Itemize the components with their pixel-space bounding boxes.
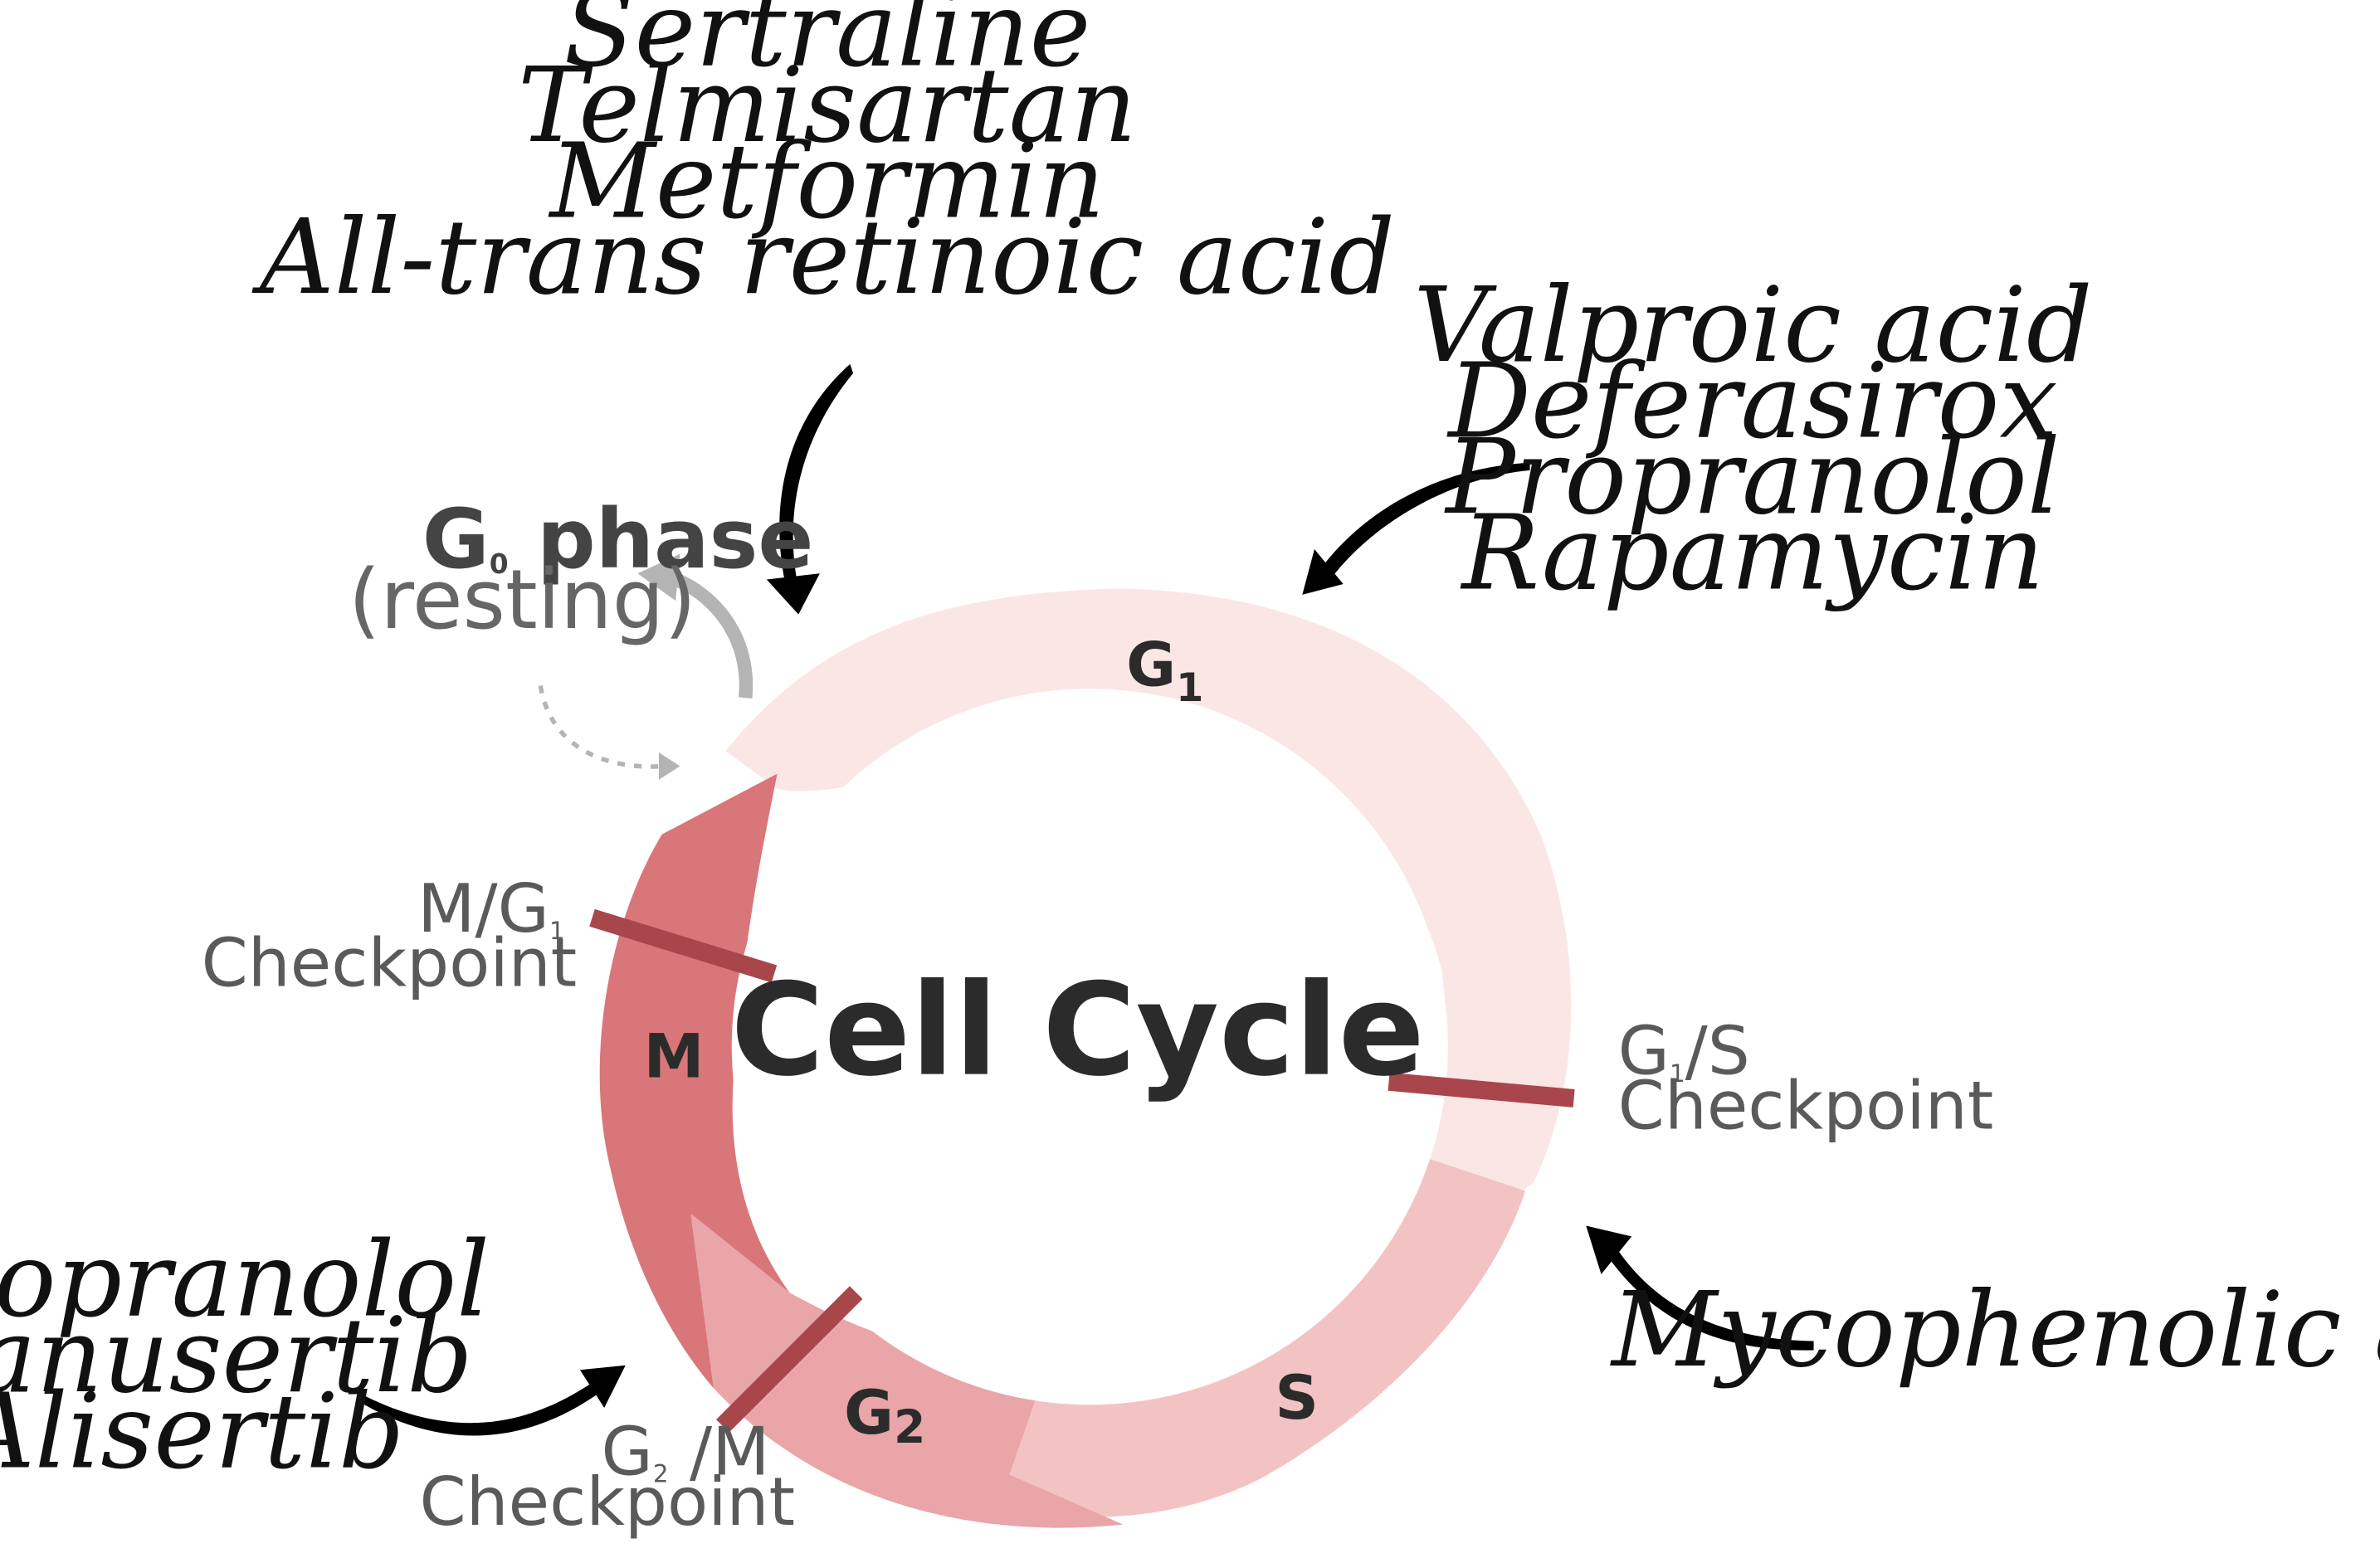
m-g1-checkpoint-label-line1: M/G1 — [417, 869, 564, 947]
g2-m-checkpoint-bar — [716, 1286, 863, 1433]
drug-name: Danusertib — [0, 1297, 473, 1416]
center-title: Cell Cycle — [730, 957, 1424, 1105]
ring-inner-area — [731, 689, 1448, 1405]
g2-m-checkpoint-label-line2: Checkpoint — [420, 1463, 796, 1541]
drug-arrow-g2m — [364, 1377, 606, 1436]
g1-s-checkpoint-bar — [1388, 1072, 1575, 1108]
drug-arrowhead-g2m — [579, 1365, 626, 1408]
g2-m-checkpoint-label-line1: G2 /M — [601, 1412, 769, 1490]
drug-arrow-g1 — [1320, 462, 1530, 577]
g0-return-arrowhead — [658, 752, 680, 780]
drug-name: Deferasirox — [1446, 343, 2057, 462]
s-phase-label: S — [1275, 1363, 1319, 1434]
m-phase-label: M — [644, 1021, 705, 1092]
g1-s-checkpoint-label-line1: G1/S — [1618, 1012, 1750, 1090]
g1-phase-label: G1 — [1126, 631, 1203, 711]
m-g1-checkpoint-label-line2: Checkpoint — [202, 924, 578, 1002]
drug-arrowhead-g0 — [766, 573, 820, 615]
g2-phase-label: G2 — [844, 1378, 925, 1453]
g1-s-checkpoint-label-line2: Checkpoint — [1618, 1066, 1994, 1144]
drug-name: Sertraline — [564, 0, 1091, 90]
drug-name: Mycophenolic acid — [1610, 1271, 2380, 1390]
g0-exit-arrow — [666, 570, 754, 699]
drug-name: Alisertib — [0, 1372, 405, 1492]
g0-phase-label: G0 phase — [422, 492, 814, 587]
drug-arrowhead-s — [1586, 1225, 1632, 1275]
drug-name: Valproic acid — [1413, 266, 2092, 386]
drug-name: All-trans retinoic acid — [251, 198, 1395, 318]
g2-phase-segment — [690, 1213, 1124, 1528]
m-g1-checkpoint-bar — [589, 908, 778, 983]
drug-name: Propranolol — [1444, 418, 2060, 538]
drug-name: Rapamycin — [1460, 494, 2044, 614]
drug-list-g0-entry: Sertraline Telmisartan Metformin All-tra… — [251, 0, 1395, 318]
drug-name: Telmisartan — [518, 46, 1137, 166]
drug-arrow-s — [1601, 1240, 1814, 1351]
g0-resting-label: (resting) — [349, 553, 696, 648]
g0-return-arrow — [538, 685, 666, 769]
g0-exit-arrowhead — [637, 553, 680, 601]
drug-name: Propranolol — [0, 1220, 490, 1340]
drug-arrowhead-g1 — [1302, 548, 1344, 595]
drug-arrow-g0 — [779, 363, 854, 589]
drug-list-g2-m: Propranolol Danusertib Alisertib — [0, 1220, 490, 1492]
drug-list-g1: Valproic acid Deferasirox Propranolol Ra… — [1413, 266, 2092, 613]
drug-list-s: Mycophenolic acid — [1610, 1271, 2380, 1390]
drug-name: Metformin — [549, 122, 1105, 241]
